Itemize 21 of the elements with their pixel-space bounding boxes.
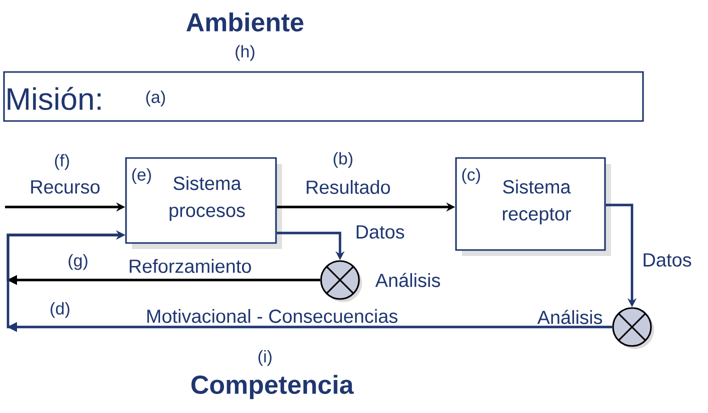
beside-label: Análisis — [375, 272, 440, 288]
edge-label: Motivacional - Consecuencias — [147, 309, 398, 323]
summing-junction — [320, 260, 362, 302]
edge-label: Resultado — [306, 180, 390, 194]
system-box: (e) Sistema procesos — [125, 157, 282, 249]
reference-letter: (g) — [68, 254, 88, 270]
edge-label: Recurso — [31, 180, 100, 194]
summing-junction — [612, 307, 654, 349]
edge-label: Datos — [644, 253, 692, 267]
reference-letter: (b) — [334, 152, 352, 168]
mission-box: Misión: (a) — [3, 71, 644, 122]
reference-letter: (f) — [55, 154, 69, 170]
heading: Competencia — [191, 374, 354, 400]
heading: Ambiente — [186, 12, 304, 32]
reference-letter: (i) — [258, 350, 272, 366]
edge-label: Datos — [356, 225, 404, 239]
system-box: (c) Sistema receptor — [455, 157, 611, 256]
beside-label: Análisis — [537, 310, 602, 324]
reference-letter: (d) — [50, 302, 70, 318]
edge-label: Reforzamiento — [130, 259, 251, 273]
arrow — [6, 230, 612, 332]
